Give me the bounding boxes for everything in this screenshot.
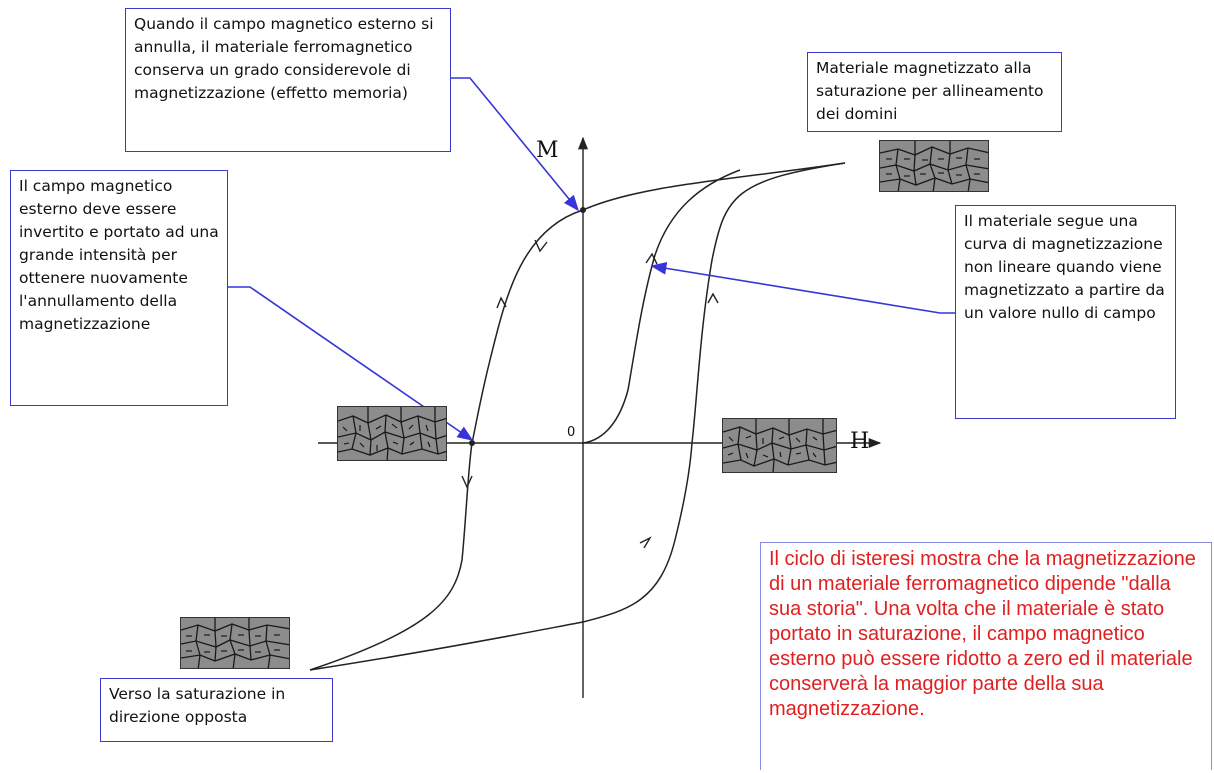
remanence-pointer-arrow xyxy=(450,77,580,212)
curve-direction-marker xyxy=(645,252,658,265)
curve-direction-marker xyxy=(534,239,548,253)
remanence-point xyxy=(580,207,586,213)
lower-branch-curve xyxy=(309,162,846,671)
remanence-note: Quando il campo magnetico esterno si ann… xyxy=(125,8,451,152)
curve-direction-marker xyxy=(496,296,507,309)
saturated-domains-image xyxy=(879,140,989,192)
origin-label: 0 xyxy=(567,425,576,440)
h-axis-label: H xyxy=(850,429,870,454)
initial-curve-pointer-arrow xyxy=(650,262,958,314)
initial-curve-note: Il materiale segue una curva di magnetiz… xyxy=(955,205,1176,419)
negative-saturation-note: Verso la saturazione in direzione oppost… xyxy=(100,678,333,742)
curve-direction-marker xyxy=(639,536,652,549)
initial-magnetization-curve xyxy=(582,169,741,444)
curve-direction-marker xyxy=(707,292,719,304)
m-axis-label: M xyxy=(536,138,559,163)
demagnetized-domains-left-image xyxy=(337,406,447,461)
negative-saturated-domains-image xyxy=(180,617,290,669)
curve-direction-marker xyxy=(461,475,473,489)
coercivity-note: Il campo magnetico esterno deve essere i… xyxy=(10,170,228,406)
coercivity-pointer-arrow xyxy=(228,286,474,441)
saturation-note: Materiale magnetizzato alla saturazione … xyxy=(807,52,1062,132)
upper-branch-curve xyxy=(309,162,846,671)
demagnetized-domains-right-image xyxy=(722,418,837,473)
summary-note: Il ciclo di isteresi mostra che la magne… xyxy=(760,542,1212,770)
coercivity-point xyxy=(469,440,475,446)
